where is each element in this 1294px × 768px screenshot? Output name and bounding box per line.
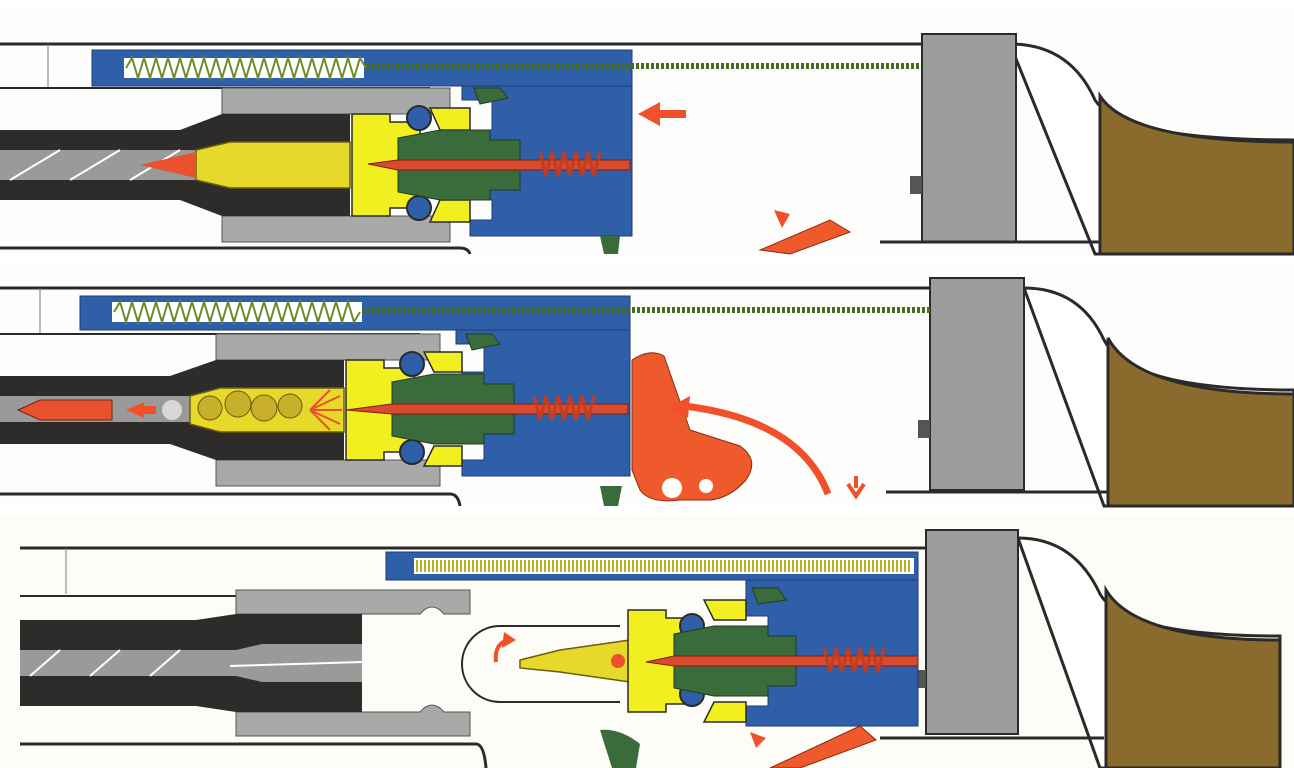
hammer-icon xyxy=(631,352,753,502)
spring-icon xyxy=(113,298,361,326)
firing-pin xyxy=(367,159,631,171)
receiver-lower-block xyxy=(221,215,451,243)
powder-burn xyxy=(224,390,252,418)
bullet-icon xyxy=(140,152,196,178)
bolt-lugs xyxy=(702,599,747,723)
hammer-notch xyxy=(699,479,713,493)
barrel-bore xyxy=(20,644,362,682)
bolt-lugs xyxy=(422,351,463,467)
receiver-lower-block xyxy=(215,459,441,487)
buffer-pin xyxy=(918,420,930,438)
primer-flash xyxy=(309,389,342,431)
locking-roller-bottom xyxy=(399,439,425,465)
extractor xyxy=(473,87,509,105)
barrel-rifling xyxy=(29,649,363,677)
bullet-icon xyxy=(16,399,113,421)
arrow-icon xyxy=(638,102,686,126)
powder-burn xyxy=(277,393,303,419)
arrow-icon xyxy=(126,402,156,418)
firing-pin-spring xyxy=(822,647,886,673)
locking-roller-bottom xyxy=(406,195,432,221)
spring-icon xyxy=(125,54,367,82)
powder-burn xyxy=(197,395,223,421)
panel-3-extraction xyxy=(0,514,1294,768)
buffer-pin xyxy=(910,176,922,194)
trigger-part xyxy=(600,729,640,768)
cartridge-icon xyxy=(195,141,351,189)
receiver-lower-block xyxy=(235,704,471,737)
stock xyxy=(1104,584,1282,768)
lower-receiver-line xyxy=(20,742,488,768)
extractor xyxy=(465,333,501,351)
hammer-swing-arrow xyxy=(683,402,832,496)
hammer-pivot xyxy=(662,478,682,498)
firing-pin-spring xyxy=(538,151,602,177)
receiver-upper-block xyxy=(235,589,471,615)
lower-receiver-line xyxy=(0,492,462,507)
arrow-icon xyxy=(774,210,790,228)
firing-pin xyxy=(345,403,629,415)
spent-primer xyxy=(611,654,625,668)
locking-roller-top xyxy=(399,351,425,377)
gas-cloud xyxy=(162,400,182,420)
panel-1-chambered xyxy=(0,8,1294,256)
buffer-block xyxy=(921,33,1017,243)
locking-roller-top xyxy=(406,105,432,131)
hammer-icon xyxy=(758,219,852,255)
arrow-icon xyxy=(502,632,516,648)
panel-2-firing xyxy=(0,262,1294,508)
lower-receiver-line xyxy=(0,246,472,255)
buffer-block xyxy=(925,529,1019,735)
arrow-icon xyxy=(668,396,690,418)
extractor xyxy=(751,587,787,605)
powder-burn xyxy=(250,394,278,422)
hammer-icon xyxy=(769,725,877,768)
arrow-icon xyxy=(846,476,866,500)
ejection-path xyxy=(461,625,620,703)
trigger-part xyxy=(600,486,622,506)
buffer-block xyxy=(929,277,1025,491)
arrow-icon xyxy=(750,732,766,748)
trigger-part xyxy=(600,236,620,254)
firing-pin-spring xyxy=(532,395,596,421)
